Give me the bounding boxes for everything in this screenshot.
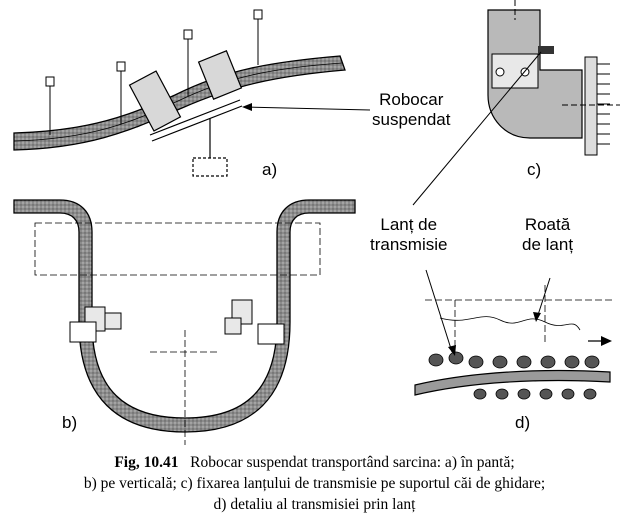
caption-line-1: Fig, 10.41 Robocar suspendat transportân… [0,452,629,473]
panel-label-b: b) [62,413,78,432]
caption-line-3: d) detaliu al transmisiei prin lanț [213,496,416,513]
technical-drawing [13,0,620,445]
panel-label-d: d) [515,413,531,432]
sloped-rail [13,55,346,151]
panel-d-drawing [414,269,612,400]
panel-label-c: c) [527,160,542,179]
u-loop-rail [13,199,356,433]
caption-line-2: b) pe verticală; c) fixarea lanțului de … [83,475,546,492]
label-lant-de-transmisie: Lanț de transmisie [370,215,448,254]
label-robocar: Robocar suspendat [372,90,451,129]
panel-b-drawing [13,199,356,445]
figure-number: Fig, 10.41 [114,454,179,471]
chain-rail [414,369,611,396]
panel-c-drawing [412,0,620,206]
panel-a-drawing [13,9,371,177]
robocar-carriage [128,50,243,177]
label-roata-de-lant: Roată de lanț [522,215,574,254]
lant-leader-line [412,51,542,206]
panel-label-a: a) [262,160,278,179]
caption-text-1: Robocar suspendat transportând sarcina: … [190,454,515,471]
figure-caption: Fig, 10.41 Robocar suspendat transportân… [0,452,629,515]
